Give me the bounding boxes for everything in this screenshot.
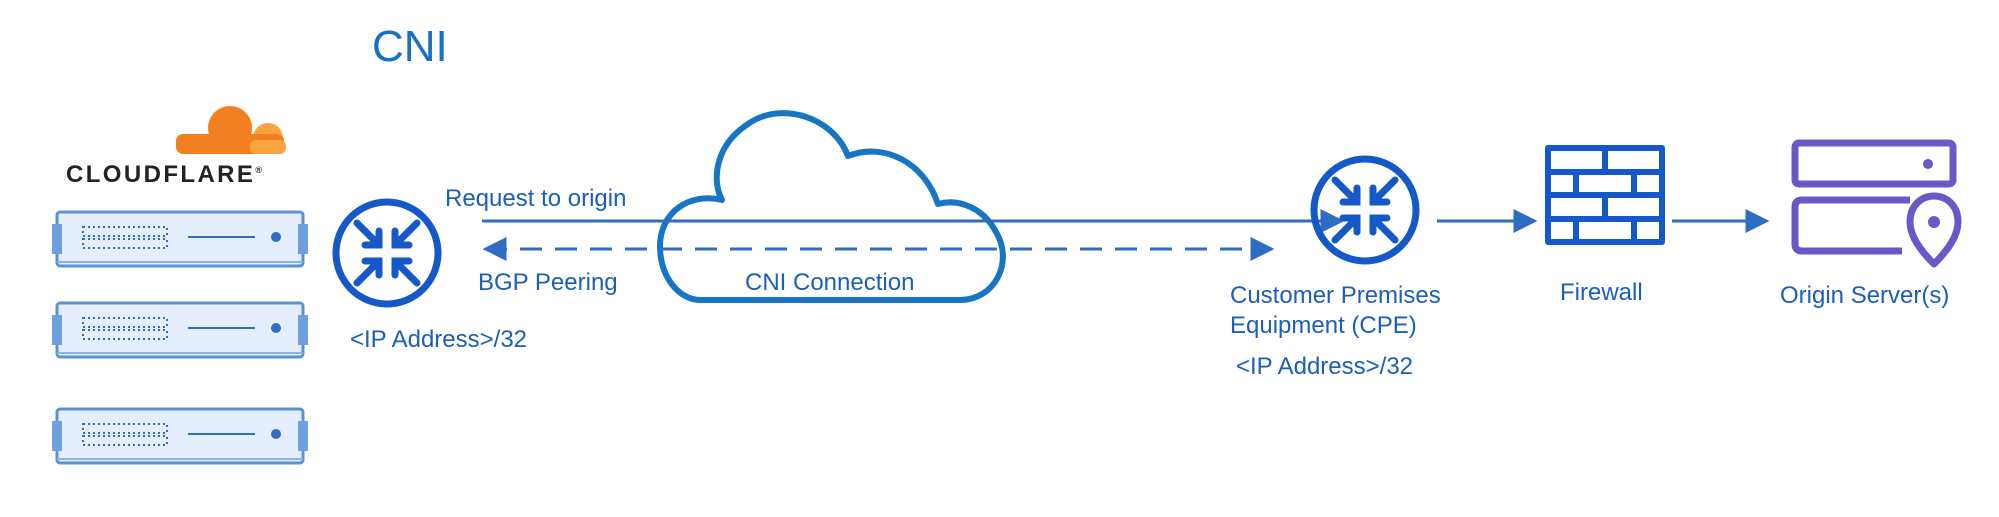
diagram-title: CNI [372,22,448,71]
request-label: Request to origin [445,185,627,212]
server-icon [52,210,308,268]
origin-server-icon [1791,139,1962,268]
cni-connection-label: CNI Connection [745,269,915,296]
cpe-label-line2: Equipment (CPE) [1230,312,1417,339]
cpe-label-line1: Customer Premises [1230,282,1441,309]
cloudflare-wordmark: CLOUDFLARE® [66,161,262,188]
cloudflare-logo-icon [176,106,286,154]
cpe-router-icon [1310,155,1420,265]
cpe-ip-label: <IP Address>/32 [1236,353,1414,380]
bgp-peering-label: BGP Peering [478,269,618,296]
firewall-icon [1545,145,1665,245]
firewall-label: Firewall [1560,279,1643,306]
server-stack-icon [52,210,308,465]
cf-ip-label: <IP Address>/32 [350,326,528,353]
server-icon [52,407,308,465]
cf-router-icon [332,198,442,308]
server-icon [52,301,308,359]
cloud-icon [657,110,1006,303]
origin-label: Origin Server(s) [1780,282,1950,309]
